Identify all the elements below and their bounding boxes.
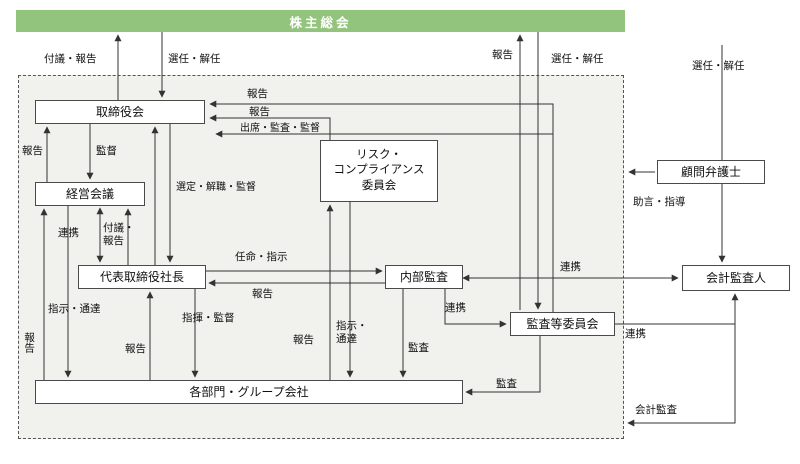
edge-label-cooperation: 連携 — [625, 328, 646, 340]
edge-label-submission-report: 付議・ 報告 — [103, 222, 135, 248]
arrow-internal-audit-audit-committee-cooperation — [444, 289, 507, 328]
edge-label-report: 報告 — [125, 343, 146, 355]
node-departments-group-companies: 各部門・グループ会社 — [35, 380, 463, 404]
company-boundary — [18, 75, 624, 439]
edge-label-appointment-instruction: 任命・指示 — [235, 251, 288, 263]
edge-label-attendance-audit-supervision: 出席・監査・監督 — [240, 123, 320, 134]
edge-label-audit: 監査 — [496, 378, 517, 390]
node-president: 代表取締役社長 — [78, 265, 206, 289]
edge-label-appointment-dismissal: 選任・解任 — [692, 60, 745, 72]
edge-label-instruction-notification: 指示・ 通達 — [336, 320, 368, 346]
edge-label-audit: 監査 — [408, 342, 429, 354]
arrow-audit-committee-accounting-auditor-cooperation — [615, 293, 739, 325]
edge-label-selection-dismissal-supervision: 選定・解職・監督 — [176, 182, 256, 193]
edge-label-command-supervision: 指揮・監督 — [182, 312, 235, 324]
edge-label-report: 報告 — [492, 49, 513, 61]
node-management-council: 経営会議 — [35, 182, 145, 206]
node-accounting-auditor: 会計監査人 — [682, 265, 790, 291]
node-legal-advisor: 顧問弁護士 — [657, 160, 765, 184]
arrow-risk-committee-to-board-report — [209, 114, 331, 140]
edge-label-cooperation: 連携 — [445, 302, 466, 314]
edge-label-report: 報告 — [252, 288, 273, 300]
arrow-audit-committee-to-board-report — [209, 100, 554, 312]
edge-label-cooperation: 連携 — [58, 227, 79, 239]
node-internal-audit: 内部監査 — [385, 265, 463, 289]
edge-label-report: 報告 — [293, 334, 314, 346]
edge-label-report: 報告 — [22, 145, 43, 157]
edge-label-report: 報告 — [23, 332, 36, 353]
edge-label-appointment-dismissal: 選任・解任 — [168, 53, 221, 65]
node-audit-committee: 監査等委員会 — [510, 312, 615, 336]
edge-label-instruction-notification: 指示・通達 — [48, 303, 101, 315]
edge-label-submission-report: 付議・報告 — [44, 53, 97, 65]
edge-label-advice-guidance: 助言・指導 — [633, 196, 686, 208]
arrow-audit-committee-to-departments-audit — [465, 336, 541, 396]
node-shareholders-meeting: 株主総会 — [16, 10, 625, 32]
edge-label-report: 報告 — [249, 106, 270, 118]
edge-label-accounting-audit: 会計監査 — [635, 404, 677, 416]
node-board-of-directors: 取締役会 — [35, 100, 205, 124]
edge-label-cooperation: 連携 — [560, 261, 581, 273]
edge-label-report: 報告 — [247, 88, 268, 100]
arrow-accounting-auditor-accounting-audit — [627, 324, 736, 427]
edge-label-supervision: 監督 — [96, 145, 117, 157]
node-risk-compliance-committee: リスク・ コンプライアンス 委員会 — [320, 140, 438, 202]
edge-label-appointment-dismissal: 選任・解任 — [551, 53, 604, 65]
